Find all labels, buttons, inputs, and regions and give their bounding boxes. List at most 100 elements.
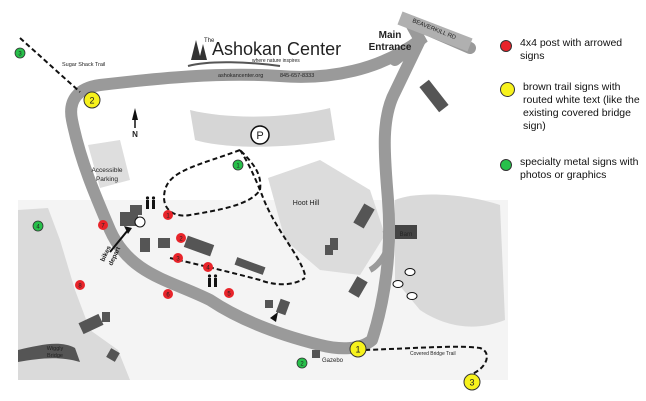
svg-text:6: 6 bbox=[166, 293, 170, 299]
logo-hill-icon bbox=[187, 61, 281, 67]
accessible-parking-label-line1: Accessible bbox=[91, 167, 122, 174]
yellow-marker-2[interactable]: 2 bbox=[83, 91, 101, 109]
legend-item-green: specialty metal signs with photos or gra… bbox=[500, 156, 644, 182]
campus-trail bbox=[169, 257, 306, 286]
red-marker-1[interactable]: 1 bbox=[163, 210, 173, 220]
yellow-dot-icon bbox=[500, 82, 515, 97]
svg-text:5: 5 bbox=[227, 292, 231, 298]
covered-bridge-trail-line bbox=[364, 345, 488, 376]
logo: The Ashokan Center where nature inspires… bbox=[187, 38, 341, 79]
barn-road bbox=[368, 228, 392, 273]
road-arrow-icon bbox=[270, 312, 278, 322]
red-markers: 1 2 3 4 5 6 7 8 bbox=[75, 210, 234, 299]
gazebo-label: Gazebo bbox=[322, 358, 344, 364]
hoot-hill-label: Hoot Hill bbox=[293, 200, 320, 207]
building bbox=[353, 203, 375, 229]
red-marker-3[interactable]: 3 bbox=[173, 253, 183, 263]
trails bbox=[19, 37, 488, 376]
accessible-icon bbox=[134, 216, 146, 228]
sugar-shack-trail-line bbox=[19, 37, 81, 93]
building bbox=[158, 238, 170, 248]
gazebo-building bbox=[312, 350, 320, 358]
building bbox=[106, 348, 120, 362]
building bbox=[234, 257, 266, 275]
trail-loop bbox=[163, 149, 262, 217]
legend-item-red: 4x4 post with arrowed signs bbox=[500, 37, 644, 63]
logo-tree-icon bbox=[199, 44, 207, 60]
logo-tagline: where nature inspires bbox=[252, 58, 300, 64]
building bbox=[120, 212, 138, 226]
main-entrance-label-line2: Entrance bbox=[369, 42, 412, 53]
building bbox=[325, 245, 333, 255]
red-marker-4[interactable]: 4 bbox=[203, 262, 213, 272]
red-marker-2[interactable]: 2 bbox=[176, 233, 186, 243]
yellow-markers: 1 2 3 bbox=[83, 91, 481, 391]
legend-item-yellow: brown trail signs with routed white text… bbox=[500, 81, 646, 133]
green-marker-1[interactable]: 1 bbox=[232, 159, 244, 171]
red-marker-8[interactable]: 8 bbox=[75, 280, 85, 290]
red-dot-icon bbox=[500, 40, 512, 52]
svg-text:1: 1 bbox=[166, 214, 170, 220]
green-markers: 1 2 3 4 bbox=[14, 47, 308, 369]
hoot-hill-area bbox=[268, 160, 385, 275]
logo-tree-icon bbox=[191, 40, 201, 60]
building bbox=[102, 312, 110, 322]
svg-text:3: 3 bbox=[469, 378, 474, 388]
green-marker-3[interactable]: 3 bbox=[14, 47, 26, 59]
legend-label-yellow: brown trail signs with routed white text… bbox=[523, 81, 640, 132]
wiggly-bridge-label-line1: Wiggly bbox=[47, 346, 64, 352]
building bbox=[348, 276, 368, 298]
building bbox=[183, 235, 215, 257]
legend-label-red: 4x4 post with arrowed signs bbox=[520, 37, 623, 62]
svg-text:2: 2 bbox=[179, 237, 183, 243]
right-terrain bbox=[395, 194, 505, 327]
bikes-depart-arrow bbox=[109, 229, 129, 253]
sheep-icon bbox=[392, 280, 404, 288]
svg-text:3: 3 bbox=[176, 257, 180, 263]
green-dot-icon bbox=[500, 159, 512, 171]
svg-text:4: 4 bbox=[206, 266, 210, 272]
svg-text:2: 2 bbox=[89, 96, 94, 106]
covered-bridge-trail-label: Covered Bridge Trail bbox=[410, 351, 456, 357]
restroom-icon bbox=[207, 274, 218, 287]
creek-area bbox=[18, 208, 130, 380]
beaverkill-road bbox=[397, 11, 473, 52]
red-marker-7[interactable]: 7 bbox=[98, 220, 108, 230]
sheep-icons bbox=[392, 268, 418, 300]
building bbox=[419, 79, 449, 113]
logo-url: ashokancenter.org bbox=[218, 73, 263, 79]
svg-text:1: 1 bbox=[236, 164, 240, 170]
logo-title: Ashokan Center bbox=[212, 39, 341, 59]
barn-building bbox=[395, 225, 417, 239]
main-road bbox=[65, 35, 426, 355]
building bbox=[330, 238, 338, 250]
red-marker-5[interactable]: 5 bbox=[224, 288, 234, 298]
svg-text:8: 8 bbox=[78, 284, 82, 290]
building bbox=[265, 300, 273, 308]
accessible-parking-label-line2: Parking bbox=[96, 176, 118, 183]
logo-title-prefix: The bbox=[204, 38, 215, 44]
wiggly-bridge-label-line2: Bridge bbox=[47, 353, 63, 359]
building bbox=[78, 313, 104, 335]
green-marker-4[interactable]: 4 bbox=[32, 220, 44, 232]
yellow-marker-3[interactable]: 3 bbox=[463, 373, 481, 391]
building bbox=[275, 298, 291, 316]
restroom-icon bbox=[145, 196, 156, 209]
buildings bbox=[78, 79, 449, 362]
barn-label: Barn bbox=[400, 232, 413, 238]
parking-symbol: P bbox=[256, 130, 263, 142]
parking-icon bbox=[250, 125, 270, 145]
north-label: N bbox=[132, 130, 138, 139]
red-marker-6[interactable]: 6 bbox=[163, 289, 173, 299]
svg-text:4: 4 bbox=[36, 225, 40, 231]
green-marker-2[interactable]: 2 bbox=[296, 357, 308, 369]
legend-label-green: specialty metal signs with photos or gra… bbox=[520, 156, 639, 181]
sugar-shack-trail-label: Sugar Shack Trail bbox=[62, 62, 105, 68]
yellow-marker-1[interactable]: 1 bbox=[349, 340, 367, 358]
building bbox=[130, 205, 142, 215]
svg-text:3: 3 bbox=[18, 52, 22, 58]
sheep-icon bbox=[406, 292, 418, 300]
logo-phone: 845-657-8333 bbox=[280, 73, 314, 79]
sheep-icon bbox=[404, 268, 416, 276]
